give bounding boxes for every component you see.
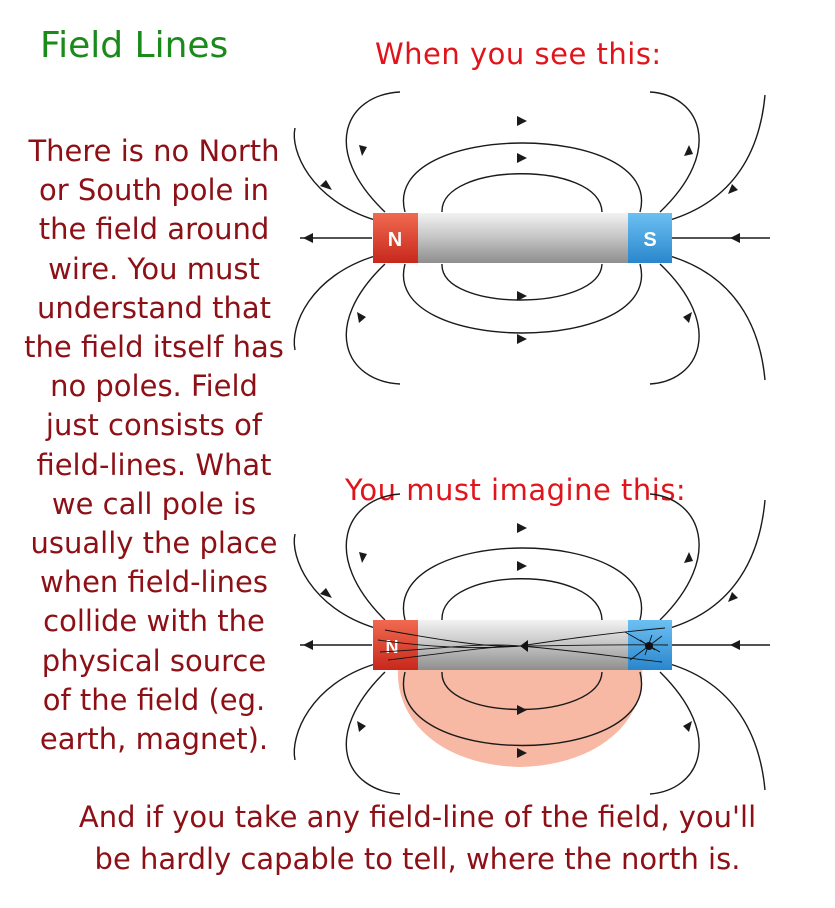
explanation-line: just consists of bbox=[45, 408, 263, 443]
explanation-text: There is no North or South pole in the f… bbox=[6, 132, 302, 759]
internal-field-lines bbox=[377, 627, 669, 663]
top-field-lines bbox=[293, 91, 770, 385]
explanation-line: field-lines. What bbox=[36, 447, 272, 482]
explanation-line: the field itself has bbox=[24, 330, 284, 365]
top-arrow-heads bbox=[303, 116, 740, 344]
bottom-north-pole bbox=[373, 620, 418, 670]
explanation-line: physical source bbox=[41, 643, 267, 678]
explanation-line: usually the place bbox=[30, 526, 278, 561]
internal-arrow-heads bbox=[520, 640, 653, 652]
bottom-north-label: N bbox=[386, 637, 399, 657]
explanation-line: There is no North bbox=[28, 134, 280, 168]
page-title: Field Lines bbox=[40, 25, 229, 66]
top-magnet-diagram: N S bbox=[293, 91, 770, 385]
top-heading: When you see this: bbox=[375, 37, 662, 71]
explanation-line: wire. You must bbox=[48, 251, 260, 286]
top-south-label: S bbox=[643, 229, 656, 251]
explanation-line: the field around bbox=[38, 212, 270, 247]
explanation-line: when field-lines bbox=[39, 565, 269, 600]
explanation-line: or South pole in bbox=[38, 173, 270, 208]
bottom-heading: You must imagine this: bbox=[345, 473, 687, 507]
explanation-line: of the field (eg. bbox=[42, 682, 266, 717]
explanation-line: we call pole is bbox=[51, 486, 257, 521]
top-south-pole bbox=[628, 213, 672, 263]
top-north-pole bbox=[373, 213, 418, 263]
highlight-region bbox=[397, 668, 643, 767]
top-magnet-body bbox=[418, 213, 628, 263]
bottom-field-lines bbox=[293, 493, 770, 795]
footer-text: And if you take any field-line of the fi… bbox=[0, 796, 835, 880]
footer-line: be hardly capable to tell, where the nor… bbox=[94, 842, 741, 876]
explanation-line: no poles. Field bbox=[50, 369, 258, 404]
explanation-line: collide with the bbox=[43, 604, 265, 639]
bottom-arrow-heads bbox=[303, 523, 740, 758]
top-north-label: N bbox=[388, 229, 402, 251]
footer-line: And if you take any field-line of the fi… bbox=[78, 800, 757, 834]
explanation-line: understand that bbox=[36, 290, 272, 325]
explanation-line: earth, magnet). bbox=[39, 722, 269, 757]
bottom-magnet-diagram: N bbox=[293, 493, 770, 795]
